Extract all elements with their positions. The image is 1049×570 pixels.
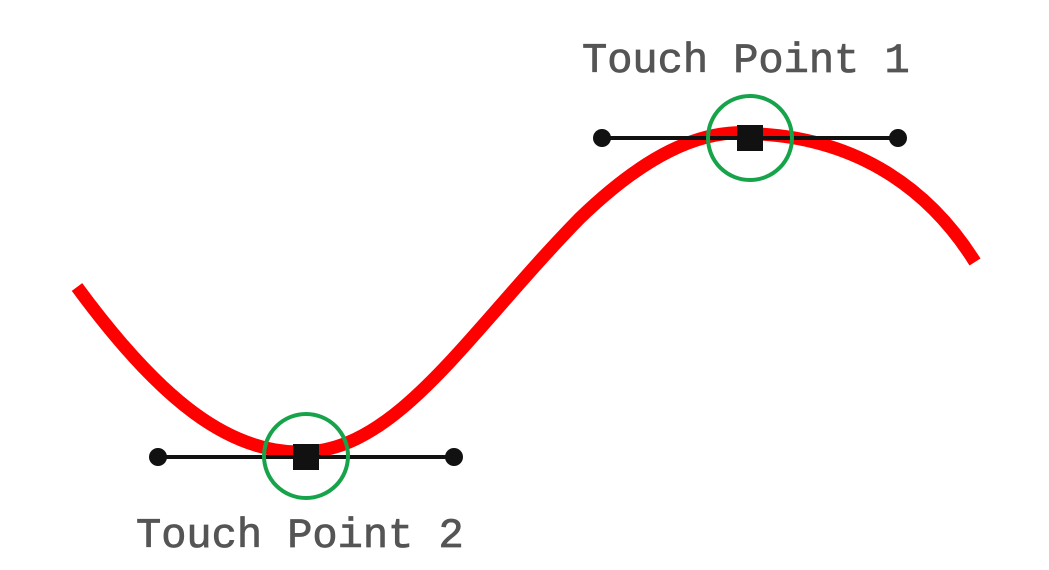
handle-endpoint-right-2[interactable]: [445, 448, 463, 466]
anchor-point-2[interactable]: [293, 444, 319, 470]
curve: [71, 126, 981, 459]
touch-ring-1: [706, 94, 794, 182]
touch-ring-2: [262, 412, 350, 500]
handle-endpoint-right-1[interactable]: [889, 129, 907, 147]
handle-endpoint-left-1[interactable]: [593, 129, 611, 147]
touch-point-1: [593, 94, 907, 182]
anchor-point-1[interactable]: [737, 125, 763, 151]
touch-point-1-label: Touch Point 1: [582, 37, 910, 85]
handle-endpoint-left-2[interactable]: [149, 448, 167, 466]
touch-point-2-label: Touch Point 2: [136, 512, 464, 560]
touch-point-2: [149, 412, 463, 500]
